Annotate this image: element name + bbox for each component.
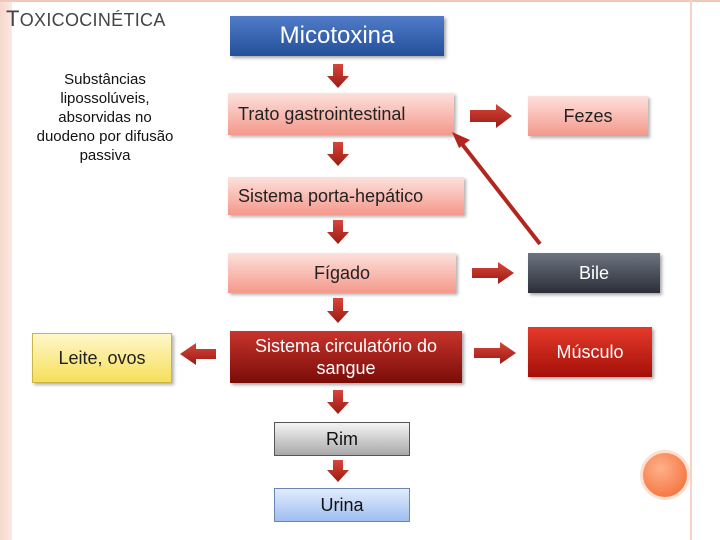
arrow-figado-to-bile [472,262,514,284]
node-trato-gastrointestinal: Trato gastrointestinal [228,93,454,135]
node-urina: Urina [274,488,410,522]
slide-title: TOXICOCINÉTICA [6,6,166,32]
arrow-trato-to-fezes [470,104,512,128]
arrow-bile-to-trato-head [452,132,470,148]
arrow-circulatorio-to-musculo [474,342,516,364]
slide-title-rest: OXICOCINÉTICA [19,10,166,30]
node-figado: Fígado [228,253,456,293]
right-decorative-rule [690,0,692,540]
arrow-circulatorio-to-leite [180,343,216,365]
node-bile: Bile [528,253,660,293]
arrow-porta-to-figado [327,220,349,244]
slide-title-initial: T [6,6,20,31]
arrow-bile-to-trato-shaft [460,142,542,246]
decorative-orange-circle [640,450,690,500]
top-decorative-rule [0,0,720,2]
arrow-trato-to-porta [327,142,349,166]
node-micotoxina: Micotoxina [230,16,444,56]
node-sistema-circulatorio: Sistema circulatório do sangue [230,331,462,383]
absorption-note: Substâncias lipossolúveis, absorvidas no… [36,71,174,164]
arrow-micotoxina-to-trato [327,64,349,88]
node-fezes: Fezes [528,96,648,136]
left-decorative-rail [0,0,12,540]
node-sistema-porta-hepatico: Sistema porta-hepático [228,177,464,215]
node-musculo: Músculo [528,327,652,377]
arrow-figado-to-circulatorio [327,298,349,323]
arrow-circulatorio-to-rim [327,390,349,414]
node-leite-ovos: Leite, ovos [32,333,172,383]
arrow-rim-to-urina [327,460,349,482]
node-rim: Rim [274,422,410,456]
